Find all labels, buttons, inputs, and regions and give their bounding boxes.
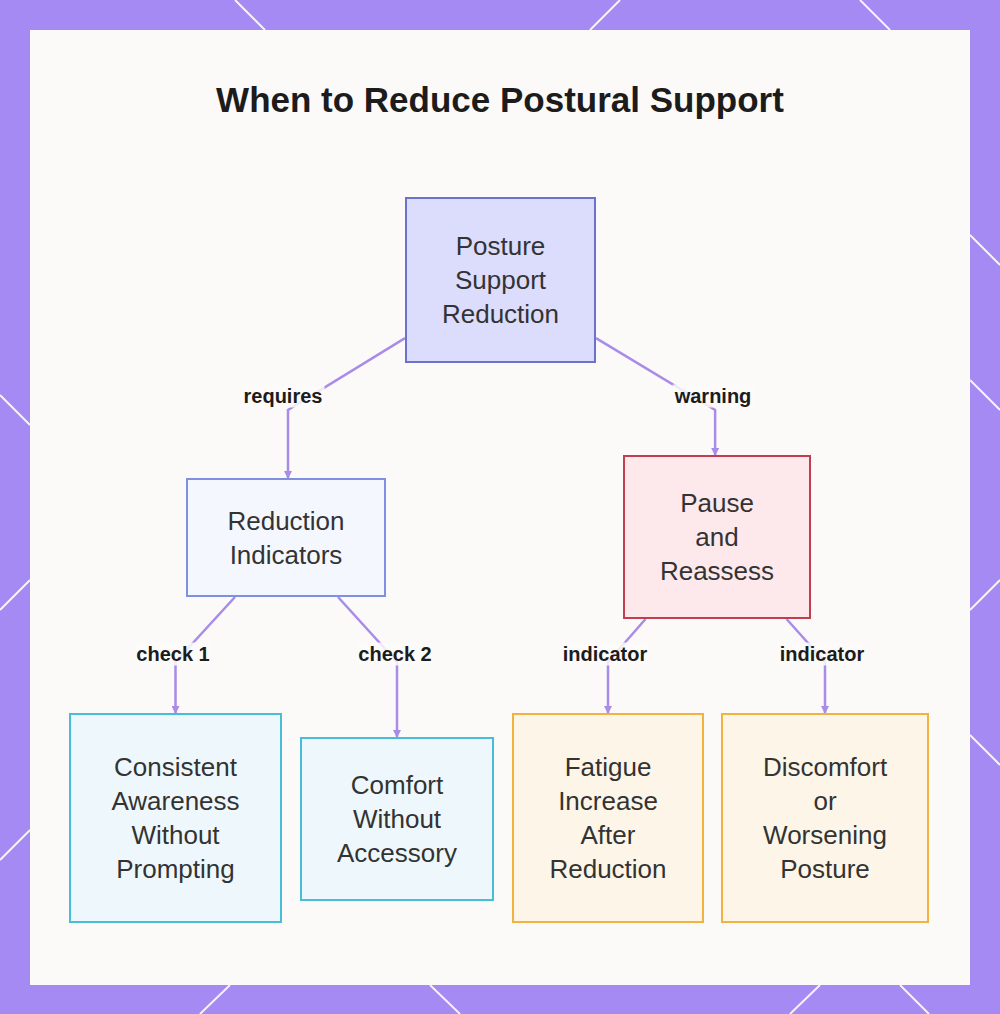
diagram-title: When to Reduce Postural Support xyxy=(0,80,1000,120)
root-box: Posture Support Reduction xyxy=(405,197,596,363)
node-text-group: Posture Support Reduction xyxy=(416,229,586,331)
node-text-group: Pause and Reassess xyxy=(657,486,777,588)
node-label: Discomfort or Worsening Posture xyxy=(750,750,900,886)
edge-label: indicator xyxy=(778,643,866,666)
node-text-group: Fatigue Increase After Reduction xyxy=(528,750,688,886)
node-text-group: Comfort Without Accessory xyxy=(312,768,482,870)
edge-label: check 2 xyxy=(356,643,433,666)
warning-box: Pause and Reassess xyxy=(623,455,811,619)
indicator-box: Consistent Awareness Without Prompting xyxy=(69,713,282,923)
connector xyxy=(608,619,646,713)
connector xyxy=(787,619,825,713)
edge-label: warning xyxy=(673,385,754,408)
node-label: Fatigue Increase After Reduction xyxy=(528,750,688,886)
edge-label: indicator xyxy=(561,643,649,666)
warning-sign-box: Fatigue Increase After Reduction xyxy=(512,713,704,923)
node-label: Pause and Reassess xyxy=(657,486,777,588)
indicator-box: Comfort Without Accessory xyxy=(300,737,494,901)
node-label: Reduction Indicators xyxy=(201,504,371,572)
edge-label: requires xyxy=(242,385,325,408)
edge-label: check 1 xyxy=(134,643,211,666)
node-text-group: Discomfort or Worsening Posture xyxy=(750,750,900,886)
node-label: Posture Support Reduction xyxy=(416,229,586,331)
node-label: Comfort Without Accessory xyxy=(312,768,482,870)
connector xyxy=(288,338,405,478)
warning-sign-box: Discomfort or Worsening Posture xyxy=(721,713,929,923)
node-text-group: Reduction Indicators xyxy=(201,504,371,572)
node-label: Consistent Awareness Without Prompting xyxy=(91,750,261,886)
connector xyxy=(338,597,397,737)
node-text-group: Consistent Awareness Without Prompting xyxy=(91,750,261,886)
category-box: Reduction Indicators xyxy=(186,478,386,597)
